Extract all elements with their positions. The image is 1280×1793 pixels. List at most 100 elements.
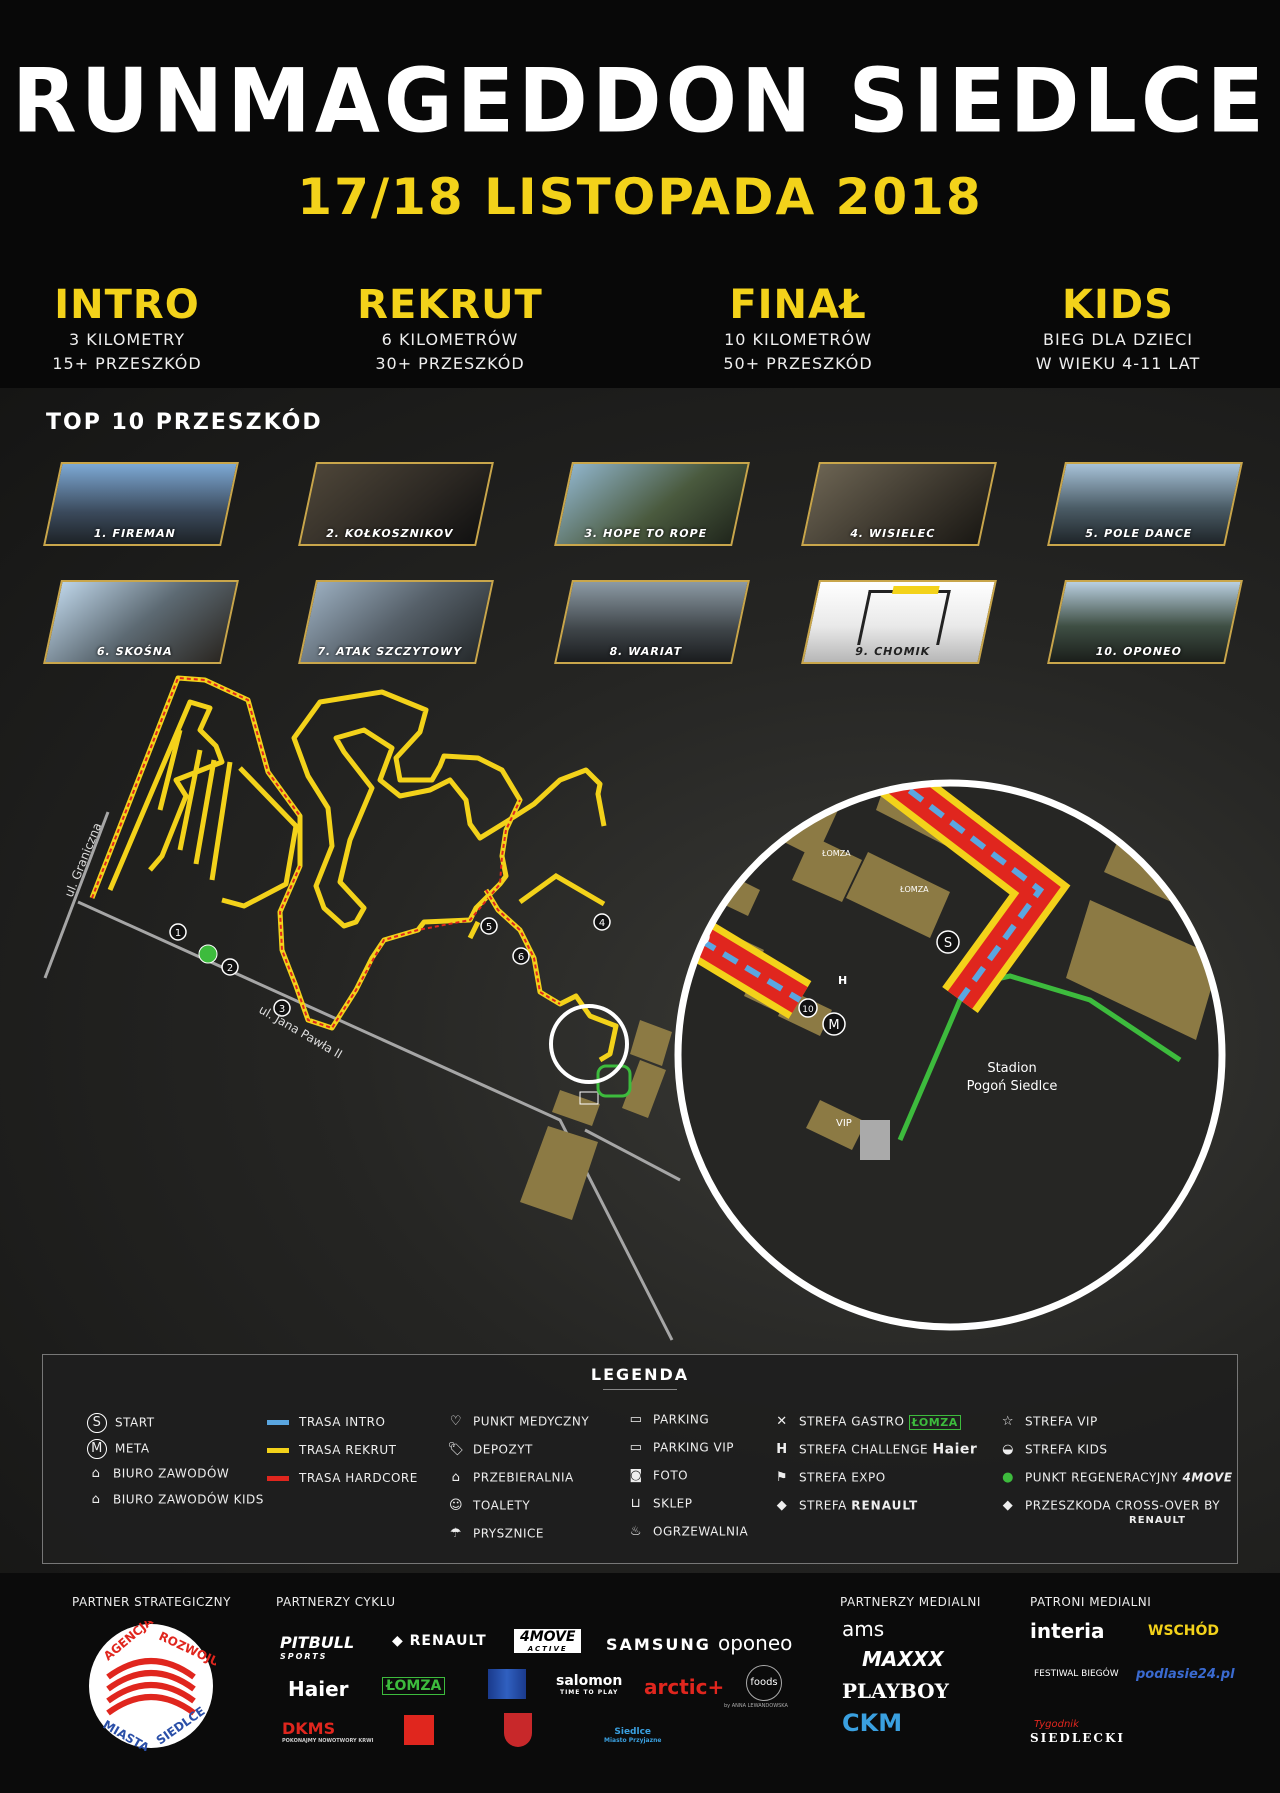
legend-item-shop: ⊔SKLEP <box>627 1495 748 1523</box>
marker-3: 3 <box>279 1004 285 1015</box>
legend-label: STREFA EXPO <box>799 1470 886 1485</box>
route-hardcore <box>91 676 521 1030</box>
strategic-partner-title: PARTNER STRATEGICZNY <box>72 1595 231 1609</box>
legend-item-gastro: ✕STREFA GASTRO ŁOMZA <box>773 1413 977 1441</box>
brand-renault: RENAULT <box>851 1498 919 1513</box>
course-obstacles: 30+ PRZESZKÓD <box>375 354 525 373</box>
legend-label: TRASA INTRO <box>299 1415 386 1429</box>
logo-interia: interia <box>1030 1619 1105 1643</box>
brand-haier: Haier <box>932 1441 978 1458</box>
legend-label: STREFA VIP <box>1025 1414 1098 1429</box>
logo-renault: ◆ RENAULT <box>392 1633 487 1649</box>
legend-col6: ☆STREFA VIP ◒STREFA KIDS ●PUNKT REGENERA… <box>999 1413 1233 1526</box>
course-name: FINAŁ <box>729 282 867 328</box>
zone-vip <box>552 1090 600 1126</box>
legend-divider <box>603 1389 677 1390</box>
stadium-label-1: Stadion <box>987 1061 1036 1076</box>
course-obstacles: 15+ PRZESZKÓD <box>52 354 202 373</box>
legend-label: BIURO ZAWODÓW <box>113 1466 230 1481</box>
top10-title: TOP 10 PRZESZKÓD <box>46 410 323 435</box>
logo-foods-sub: by ANNA LEWANDOWSKA <box>724 1703 788 1709</box>
marker-4: 4 <box>599 918 605 929</box>
regeneration-point <box>198 944 218 964</box>
zoom-circle-border <box>674 779 1226 1331</box>
route-east-spur <box>518 873 606 907</box>
logo-maxxx: MAXXX <box>862 1647 944 1671</box>
legend-label: PRZEBIERALNIA <box>473 1470 574 1485</box>
legend-label: PRZESZKODA CROSS-OVER BY <box>1025 1498 1221 1513</box>
legend-item-office-kids: ⌂ BIURO ZAWODÓW KIDS <box>87 1491 264 1517</box>
toilet-icon: ☺ <box>448 1498 464 1513</box>
legend-label: BIURO ZAWODÓW KIDS <box>113 1492 264 1507</box>
legend-item-hardcore: TRASA HARDCORE <box>267 1471 418 1499</box>
legend-item-photo: ◙FOTO <box>627 1467 748 1495</box>
legend-col4: ▭PARKING ▭PARKING VIP ◙FOTO ⊔SKLEP ♨OGRZ… <box>627 1411 748 1551</box>
logo-arctic: arctic+ <box>644 1675 725 1699</box>
legend-label: TRASA REKRUT <box>299 1443 397 1457</box>
legend-label: FOTO <box>653 1468 689 1483</box>
route-stub <box>467 920 481 940</box>
house-kids-icon: ⌂ <box>91 1492 101 1507</box>
obstacle-tile-1[interactable]: 1. FIREMAN <box>43 462 239 546</box>
logo-oponeo: oponeo <box>718 1631 793 1655</box>
street-side <box>584 1128 681 1182</box>
route-loop-west <box>221 766 299 909</box>
tag-icon: 🏷 <box>447 1442 465 1457</box>
agencja-logo: AGENCJA ROZWOJU MIASTA SIEDLCE <box>89 1621 216 1751</box>
logo-playboy: PLAYBOY <box>842 1679 949 1703</box>
event-date: 17/18 LISTOPADA 2018 <box>297 168 983 226</box>
legend-item-crossover: ◆PRZESZKODA CROSS-OVER BY <box>999 1497 1233 1515</box>
charity-heart-logo <box>404 1715 434 1745</box>
legend-label: PRYSZNICE <box>473 1526 544 1541</box>
route-rekrut <box>89 675 607 1031</box>
zoom-lomza-2: ŁOMZA <box>899 885 929 894</box>
logo-haier: Haier <box>288 1677 349 1701</box>
stadium-label-2: Pogoń Siedlce <box>967 1079 1058 1094</box>
meta-icon: M <box>87 1439 107 1459</box>
obstacle-label: 4. WISIELEC <box>848 527 937 540</box>
city-crest-logo <box>504 1713 532 1747</box>
legend-col3: ♡PUNKT MEDYCZNY 🏷DEPOZYT ⌂PRZEBIERALNIA … <box>447 1413 589 1553</box>
obstacle-tile-4[interactable]: 4. WISIELEC <box>801 462 997 546</box>
logo-foods: foods <box>746 1665 782 1701</box>
course-final: FINAŁ 10 KILOMETRÓW 50+ PRZESZKÓD <box>668 282 928 376</box>
legend-item-renault: ◆ STREFA RENAULT <box>773 1497 977 1525</box>
renault-icon: ◆ <box>776 1498 788 1513</box>
logo-lomza: ŁOMZA <box>382 1677 446 1695</box>
legend-title: LEGENDA <box>590 1365 690 1384</box>
logo-podlasie: podlasie24.pl <box>1136 1667 1235 1682</box>
course-obstacles: 50+ PRZESZKÓD <box>723 354 873 373</box>
energy-can-icon <box>488 1669 526 1699</box>
zoom-detail: 7 8 9 10 M S H ŁOMZA ŁOMZA VIP Stadion P… <box>680 785 1220 1325</box>
route-south-hardcore <box>485 889 561 1005</box>
hanger-icon: ⌂ <box>451 1470 461 1485</box>
obstacle-markers: 1 2 3 4 5 6 <box>169 913 611 1017</box>
zoom-indicator[interactable] <box>549 1004 629 1084</box>
obstacle-tile-3[interactable]: 3. HOPE TO ROPE <box>554 462 750 546</box>
obstacle-tile-2[interactable]: 2. KOŁKOSZNIKOV <box>298 462 494 546</box>
cart-icon: ⊔ <box>630 1496 642 1511</box>
flag-icon: ⚑ <box>775 1470 789 1485</box>
legend-label: TRASA HARDCORE <box>299 1471 418 1485</box>
marker-1: 1 <box>175 928 181 939</box>
street-label-jana-pawla: ul. Jana Pawła II <box>257 1002 345 1061</box>
legend-label: PARKING <box>653 1412 710 1427</box>
obstacle-tile-5[interactable]: 5. POLE DANCE <box>1047 462 1243 546</box>
logo-festiwal: FESTIWAL BIEGÓW <box>1034 1669 1119 1679</box>
cutlery-icon: ✕ <box>776 1414 788 1429</box>
cycle-partners-title: PARTNERZY CYKLU <box>276 1595 396 1609</box>
brand-lomza: ŁOMZA <box>908 1414 961 1430</box>
legend-col2: TRASA INTRO TRASA REKRUT TRASA HARDCORE <box>267 1415 418 1499</box>
legend-label: STREFA CHALLENGE <box>799 1442 929 1457</box>
obstacle-label: 3. HOPE TO ROPE <box>582 527 709 540</box>
legend-label: STREFA <box>799 1498 847 1513</box>
fire-icon: ♨ <box>629 1524 643 1539</box>
course-rekrut: REKRUT 6 KILOMETRÓW 30+ PRZESZKÓD <box>320 282 580 376</box>
legend-item-intro: TRASA INTRO <box>267 1415 418 1443</box>
header-band <box>0 0 1280 388</box>
